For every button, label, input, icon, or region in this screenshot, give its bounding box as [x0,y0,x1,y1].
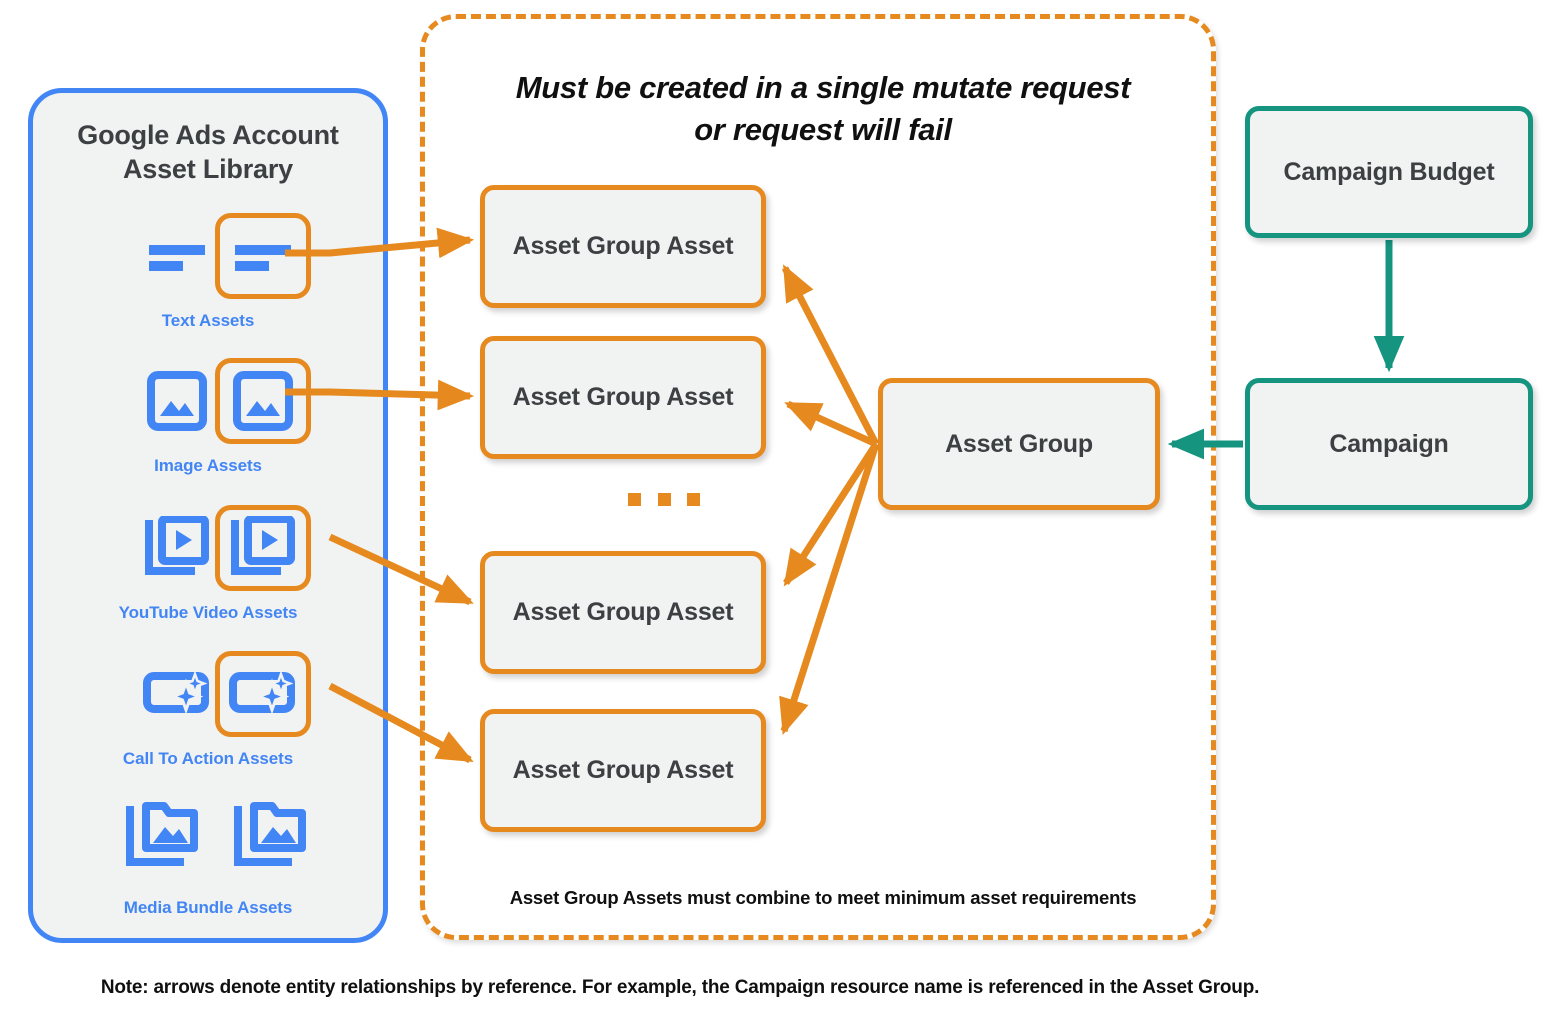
media-bundle-asset-icon [234,802,306,866]
asset-label-media-bundle: Media Bundle Assets [123,898,293,917]
mutate-footnote: Asset Group Assets must combine to meet … [509,887,1137,908]
mutate-title-line2: or request will fail [694,111,952,147]
footer-note: Note: arrows denote entity relationships… [100,977,1260,998]
campaign-budget-node[interactable]: Campaign Budget [1245,106,1533,238]
media-bundle-icon-pair [33,793,383,888]
asset-row-image: Image Assets [33,358,383,488]
text-asset-icon-selected[interactable] [215,213,311,299]
text-asset-icon-pair [33,213,383,308]
image-asset-icon [147,371,207,431]
call-to-action-icon-selected[interactable] [215,651,311,737]
asset-label-cta: Call To Action Assets [122,749,294,768]
media-bundle-icon-plain-2 [223,793,319,879]
image-asset-icon-pair [33,358,383,453]
asset-label-image: Image Assets [154,456,262,475]
mutate-title-line1: Must be created in a single mutate reque… [515,70,1131,105]
asset-library-title: Google Ads Account Asset Library [33,119,383,187]
asset-label-text: Text Assets [161,311,255,330]
asset-row-video: YouTube Video Assets [33,505,383,635]
asset-label-video: YouTube Video Assets [118,603,298,622]
call-to-action-asset-icon [229,670,295,715]
call-to-action-asset-icon [143,670,209,715]
call-to-action-icon-pair [33,651,383,746]
media-bundle-asset-icon [126,802,198,866]
ellipsis-indicator [628,492,700,506]
video-asset-icon [231,516,295,575]
ellipsis-dot-2 [657,492,671,506]
image-asset-icon [233,371,293,431]
text-asset-icon [235,245,291,271]
ellipsis-dot-3 [687,492,700,506]
video-asset-icon-selected[interactable] [215,505,311,591]
ellipsis-dot-1 [628,492,641,506]
media-bundle-icon-plain-1 [115,793,211,879]
asset-group-asset-node-1[interactable]: Asset Group Asset [480,185,766,308]
asset-row-text: Text Assets [33,213,383,343]
video-asset-icon-pair [33,505,383,600]
asset-library-panel: Google Ads Account Asset Library [28,88,388,943]
text-asset-icon-plain [129,213,225,299]
image-asset-icon-plain [129,358,225,444]
video-asset-icon [145,516,209,575]
asset-library-title-line2: Asset Library [123,153,293,184]
asset-library-title-line1: Google Ads Account [77,120,339,150]
asset-row-cta: Call To Action Assets [33,651,383,781]
asset-group-asset-node-3[interactable]: Asset Group Asset [480,551,766,674]
image-asset-icon-selected[interactable] [215,358,311,444]
asset-row-media-bundle: Media Bundle Assets [33,793,383,923]
campaign-node[interactable]: Campaign [1245,378,1533,510]
asset-group-node[interactable]: Asset Group [878,378,1160,510]
text-asset-icon [149,245,205,271]
mutate-request-title: Must be created in a single mutate reque… [465,67,1181,151]
asset-group-asset-node-4[interactable]: Asset Group Asset [480,709,766,832]
asset-group-asset-node-2[interactable]: Asset Group Asset [480,336,766,459]
video-asset-icon-plain [129,505,225,591]
call-to-action-icon-plain [129,651,225,737]
